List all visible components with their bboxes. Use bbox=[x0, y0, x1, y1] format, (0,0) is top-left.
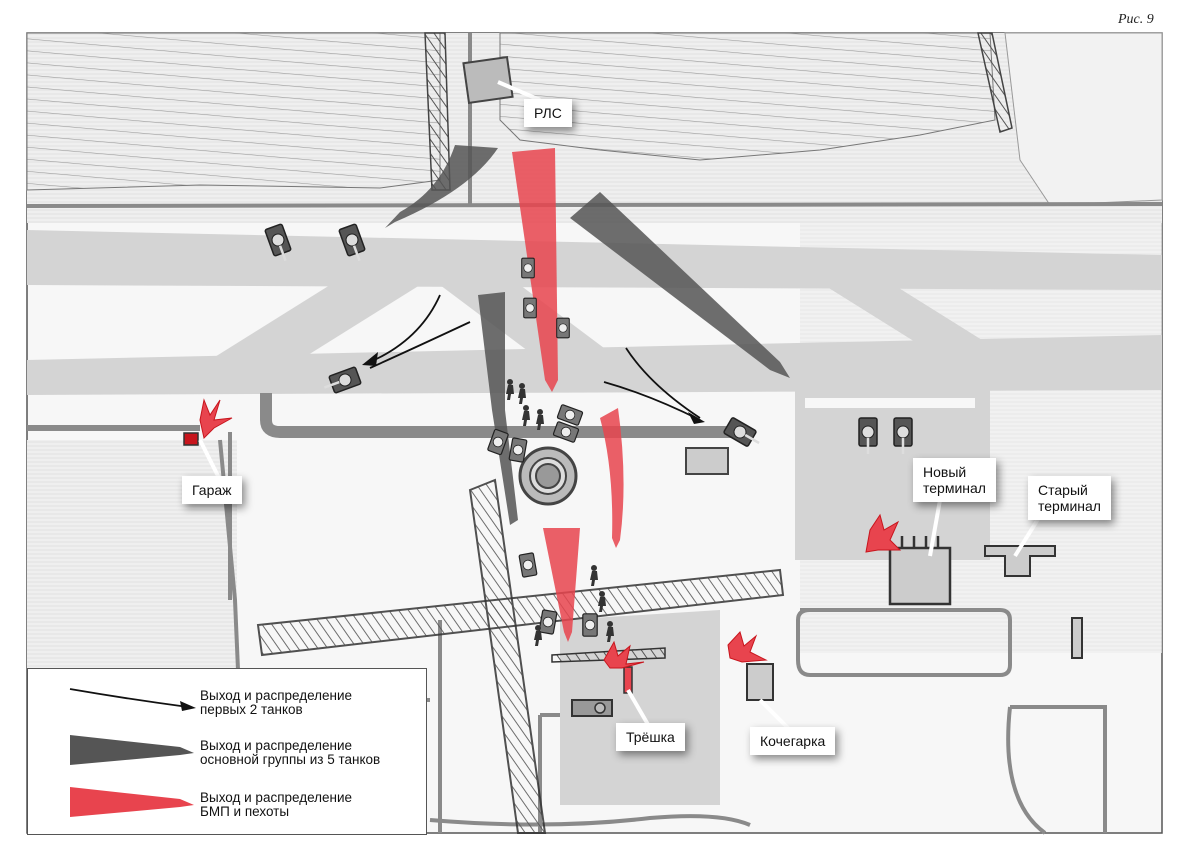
tank-icon bbox=[723, 417, 760, 447]
bmp-icon bbox=[582, 613, 598, 637]
grey-wedge-icon bbox=[70, 735, 194, 765]
legend-item-bmp-infantry: Выход и распределение БМП и пехоты bbox=[28, 783, 426, 831]
old-terminal-label: Старый терминал bbox=[1028, 476, 1111, 520]
legend: Выход и распределение первых 2 танков Вы… bbox=[27, 668, 427, 835]
explosion-boiler bbox=[727, 631, 768, 663]
round-structure bbox=[518, 446, 578, 506]
bmp-icon bbox=[552, 421, 580, 443]
explosion-treshka bbox=[603, 640, 645, 669]
main-group-arrows bbox=[385, 145, 790, 525]
legend-item-first-tanks: Выход и распределение первых 2 танков bbox=[28, 677, 426, 725]
tank-icon bbox=[323, 366, 362, 394]
thin-arrow-icon bbox=[69, 688, 196, 711]
bmp-icon bbox=[556, 404, 584, 426]
soldier-icon bbox=[536, 409, 544, 430]
bmp-icon bbox=[487, 428, 509, 456]
legend-item-main-group: Выход и распределение основной группы из… bbox=[28, 731, 426, 779]
legend-line2: основной группы из 5 танков bbox=[200, 752, 381, 767]
new-terminal-building bbox=[888, 546, 952, 606]
bmp-icon bbox=[518, 552, 538, 578]
treshka-building bbox=[623, 666, 633, 694]
bmp-icon bbox=[508, 437, 528, 463]
soldier-icon bbox=[518, 383, 526, 404]
taxi-road bbox=[260, 393, 740, 438]
new-terminal-label: Новый терминал bbox=[913, 458, 996, 502]
legend-line1: Выход и распределение bbox=[200, 688, 353, 703]
boiler-house-label: Кочегарка bbox=[750, 727, 836, 755]
bmp-icon bbox=[538, 609, 558, 635]
radar-label: РЛС bbox=[524, 99, 572, 127]
legend-line1: Выход и распределение bbox=[200, 790, 353, 805]
tank-icon bbox=[264, 223, 292, 262]
tank-icon bbox=[893, 417, 913, 454]
infantry bbox=[506, 379, 614, 646]
bmp-icon bbox=[521, 257, 535, 279]
soldier-icon bbox=[534, 625, 542, 646]
explosion-markers bbox=[199, 398, 902, 669]
legend-line2: БМП и пехоты bbox=[200, 804, 290, 819]
wrecked-vehicle bbox=[571, 699, 613, 717]
explosion-new-terminal bbox=[865, 513, 902, 553]
boiler-house-building bbox=[746, 663, 774, 701]
legend-line2: первых 2 танков bbox=[200, 702, 303, 717]
soldier-icon bbox=[506, 379, 514, 400]
explosion-garage bbox=[199, 398, 233, 439]
apron-marking bbox=[805, 398, 975, 408]
treshka-label: Трёшка bbox=[616, 723, 685, 751]
red-wedge-icon bbox=[70, 787, 194, 817]
tank-icon bbox=[858, 417, 878, 454]
figure-number: Рис. 9 bbox=[1118, 12, 1154, 27]
hangar-building bbox=[685, 447, 729, 475]
buildings bbox=[183, 56, 1083, 717]
legend-line1: Выход и распределение bbox=[200, 738, 353, 753]
soldier-icon bbox=[590, 565, 598, 586]
left-ground-texture bbox=[27, 440, 237, 670]
agricultural-fields bbox=[26, 32, 1163, 206]
soldier-icon bbox=[606, 621, 614, 642]
first-tanks-arrowheads bbox=[362, 352, 705, 424]
small-shed bbox=[1071, 617, 1083, 659]
bmp-icon bbox=[523, 297, 537, 319]
callout-leaders bbox=[198, 80, 1052, 732]
old-terminal-building bbox=[984, 545, 1056, 577]
garage-label: Гараж bbox=[182, 476, 242, 504]
soldier-icon bbox=[522, 405, 530, 426]
bmp-infantry-arrows bbox=[512, 148, 624, 642]
tank-icon bbox=[338, 223, 366, 262]
bmp-icon bbox=[556, 317, 570, 339]
tanks bbox=[264, 223, 913, 637]
garage-building bbox=[183, 432, 199, 446]
soldier-icon bbox=[598, 591, 606, 612]
radar-building bbox=[462, 56, 514, 104]
